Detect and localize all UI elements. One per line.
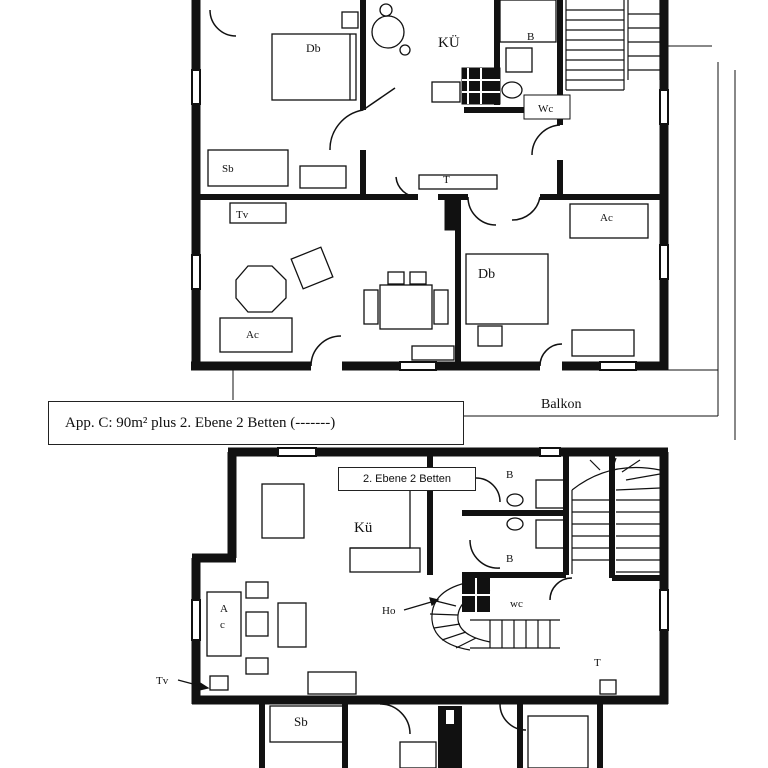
label-bottom-b-top: B: [506, 469, 513, 481]
label-bottom-b-bottom: B: [506, 553, 513, 565]
top-balcony-lines: [232, 45, 736, 440]
bottom-pointers: [177, 597, 440, 691]
top-doors: [209, 9, 563, 367]
top-windows: [191, 69, 669, 371]
bottom-inner-walls: [259, 452, 664, 768]
bottom-spiral-stairs: [429, 581, 560, 651]
label-bottom-wc: wc: [510, 598, 523, 610]
bottom-furniture: [206, 479, 617, 768]
top-stairs: [565, 0, 661, 91]
bottom-doors: [379, 477, 573, 735]
top-wc-box: [523, 94, 571, 120]
label-top-wc: Wc: [538, 103, 553, 115]
second-level-tag: 2. Ebene 2 Betten: [338, 467, 476, 491]
label-top-db-right: Db: [478, 267, 495, 282]
top-shafts: [444, 67, 501, 231]
label-top-ac-right: Ac: [600, 212, 613, 224]
bottom-apartment: [177, 447, 669, 768]
label-top-db-left: Db: [306, 41, 321, 55]
label-bottom-kue: Kü: [354, 520, 373, 536]
top-outer-walls: [191, 0, 669, 371]
label-bottom-ho: Ho: [382, 605, 396, 617]
apartment-caption: App. C: 90m² plus 2. Ebene 2 Betten (---…: [48, 401, 464, 445]
bottom-windows: [191, 447, 669, 641]
label-top-kue: KÜ: [438, 34, 460, 51]
bottom-shafts: [438, 578, 490, 768]
label-top-sb: Sb: [222, 163, 234, 175]
label-top-t: T: [443, 174, 450, 186]
label-top-b: B: [527, 31, 534, 43]
label-top-ac-left: Ac: [246, 329, 259, 341]
label-bottom-t: T: [594, 657, 601, 669]
label-top-tv: Tv: [236, 209, 249, 221]
label-balkon: Balkon: [541, 397, 581, 412]
label-bottom-tv: Tv: [156, 675, 169, 687]
top-apartment: [191, 0, 736, 440]
top-furniture: [207, 0, 649, 361]
label-bottom-ac-c: c: [220, 619, 225, 631]
label-bottom-sb: Sb: [294, 714, 308, 729]
bottom-stairs: [571, 457, 661, 574]
label-bottom-ac-a: A: [220, 603, 228, 615]
top-inner-walls: [196, 0, 664, 366]
